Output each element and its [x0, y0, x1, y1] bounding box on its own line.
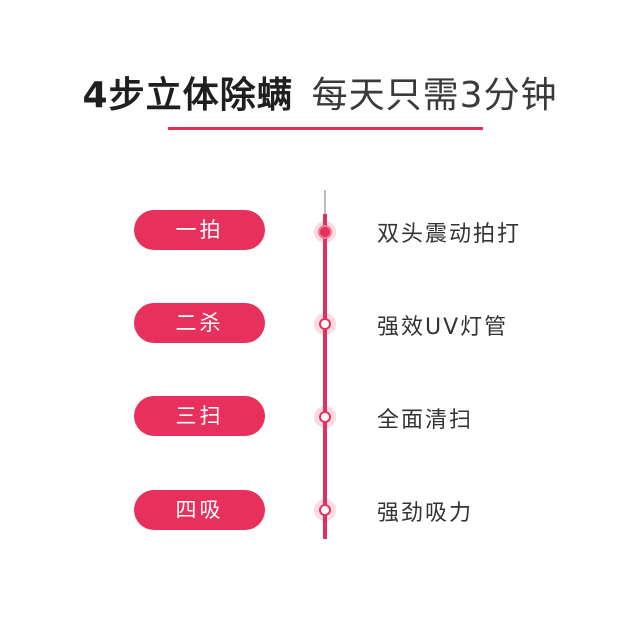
step-4-badge: 四吸 [134, 490, 265, 530]
title-sub: 每天只需3分钟 [311, 75, 558, 116]
timeline-top-line [324, 190, 326, 214]
step-3-dot [314, 406, 336, 428]
step-4-description: 强劲吸力 [377, 501, 474, 526]
timeline-line [323, 214, 327, 539]
step-2-description: 强效UV灯管 [377, 315, 509, 340]
step-1-description: 双头震动拍打 [377, 222, 522, 247]
title-main: 4步立体除螨 [82, 75, 294, 116]
page-title: 4步立体除螨每天只需3分钟 [0, 66, 640, 118]
step-2-badge: 二杀 [134, 303, 265, 343]
step-4-dot [314, 499, 336, 521]
step-1-dot [314, 221, 336, 243]
title-underline [168, 127, 483, 130]
step-3-badge: 三扫 [134, 396, 265, 436]
step-1-badge: 一拍 [134, 210, 265, 250]
step-3-description: 全面清扫 [377, 408, 474, 433]
step-2-dot [314, 313, 336, 335]
